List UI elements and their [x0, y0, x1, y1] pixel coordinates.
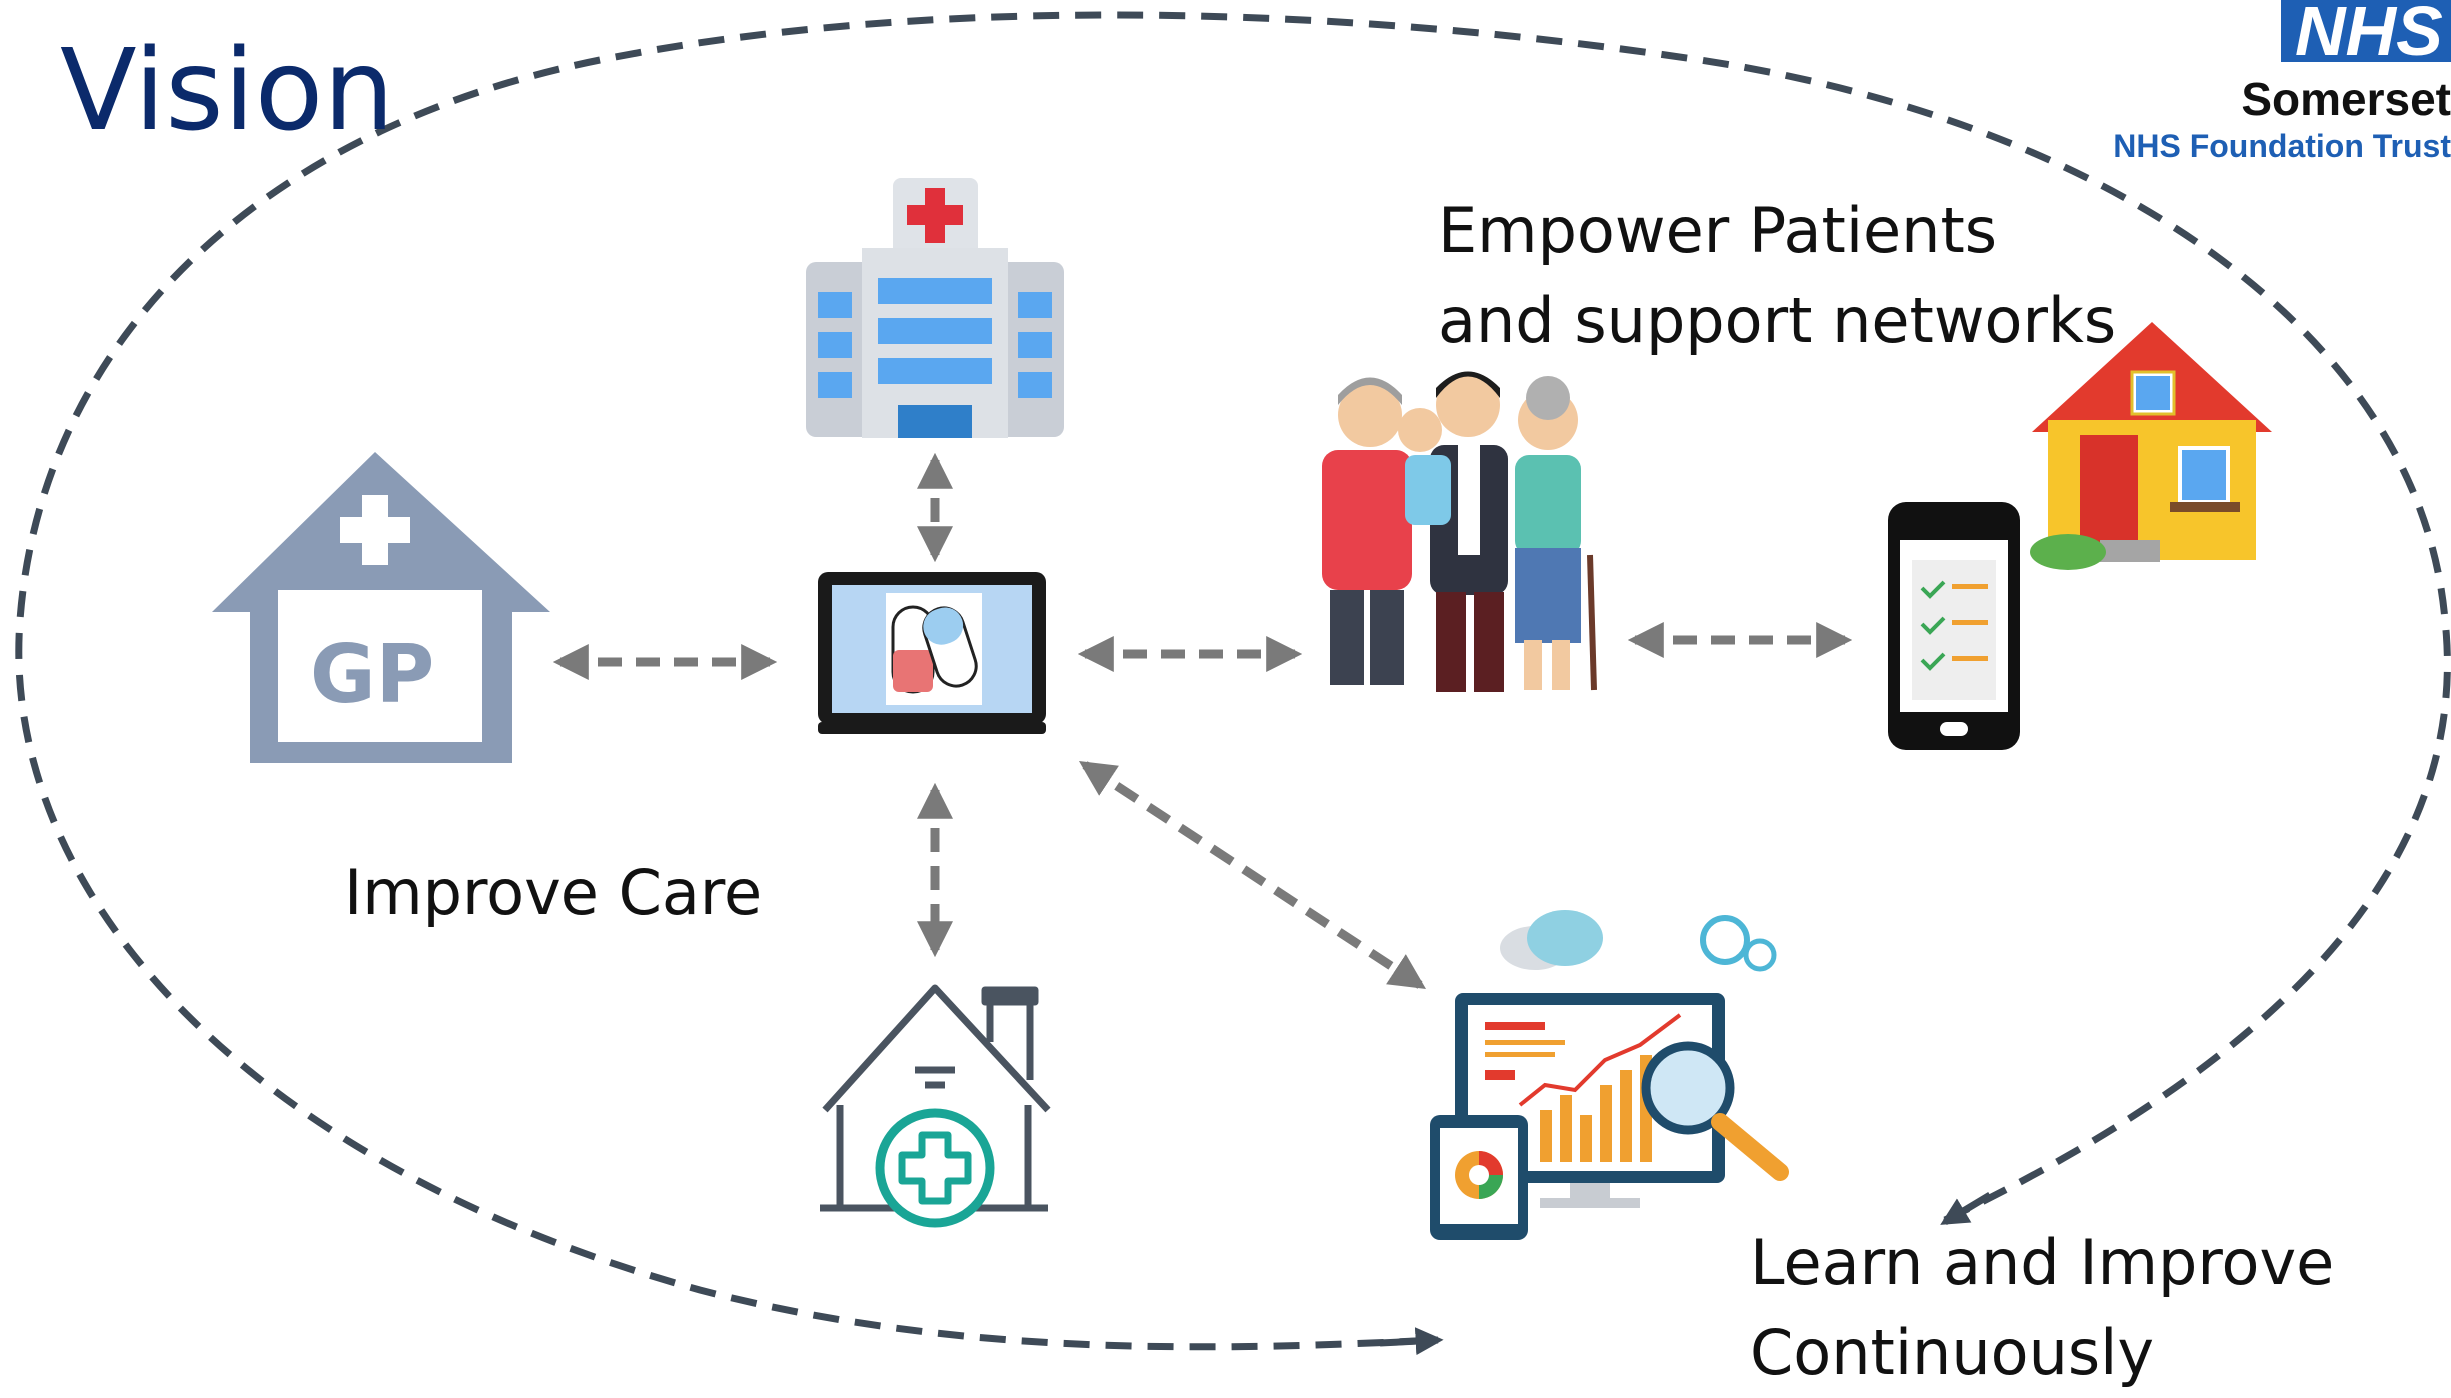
learn-improve-label: Learn and Improve Continuously — [1750, 1218, 2334, 1398]
learn-line-2: Continuously — [1750, 1315, 2155, 1389]
page-title: Vision — [60, 26, 395, 156]
cycle-arrow-bottom — [1379, 1327, 1444, 1356]
empower-patients-label: Empower Patients and support networks — [1438, 186, 2116, 366]
improve-care-label: Improve Care — [344, 856, 763, 929]
nhs-organisation-subtitle: NHS Foundation Trust — [2113, 128, 2451, 164]
care-home-icon — [820, 984, 1051, 1228]
nhs-organisation-name: Somerset — [2241, 73, 2451, 125]
arrow-laptop-analytics — [1078, 761, 1427, 989]
hospital-icon — [806, 178, 1064, 438]
smartphone-checklist-icon — [1888, 502, 2020, 750]
family-icon — [1322, 371, 1597, 692]
gp-icon-text: GP — [310, 628, 435, 721]
learn-line-1: Learn and Improve — [1750, 1226, 2335, 1299]
empower-line-1: Empower Patients — [1438, 194, 1998, 267]
analytics-dashboard-icon — [1430, 910, 1789, 1240]
nhs-logo-mark: NHS — [2281, 0, 2451, 66]
laptop-pills-icon — [818, 572, 1046, 734]
empower-line-2: and support networks — [1438, 283, 2117, 357]
cycle-arrow-right — [1940, 1191, 1992, 1226]
gp-surgery-icon — [212, 452, 550, 763]
cycle-dashed-path — [15, 11, 2451, 1351]
house-icon — [2030, 322, 2272, 570]
